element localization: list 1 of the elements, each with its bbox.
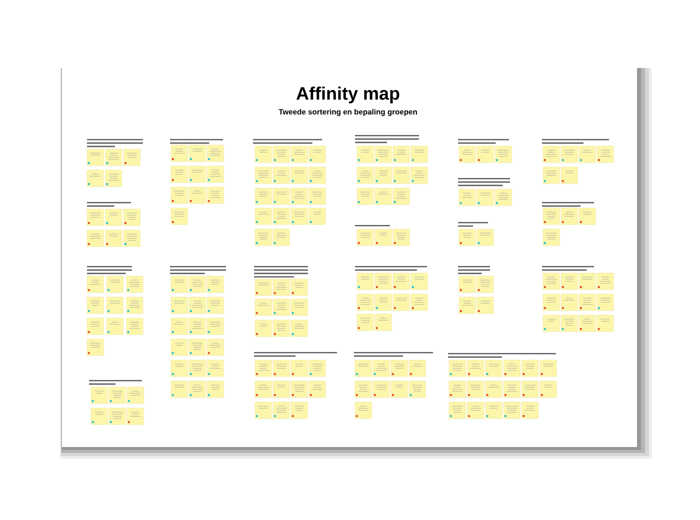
title: Affinity map [296,86,400,104]
